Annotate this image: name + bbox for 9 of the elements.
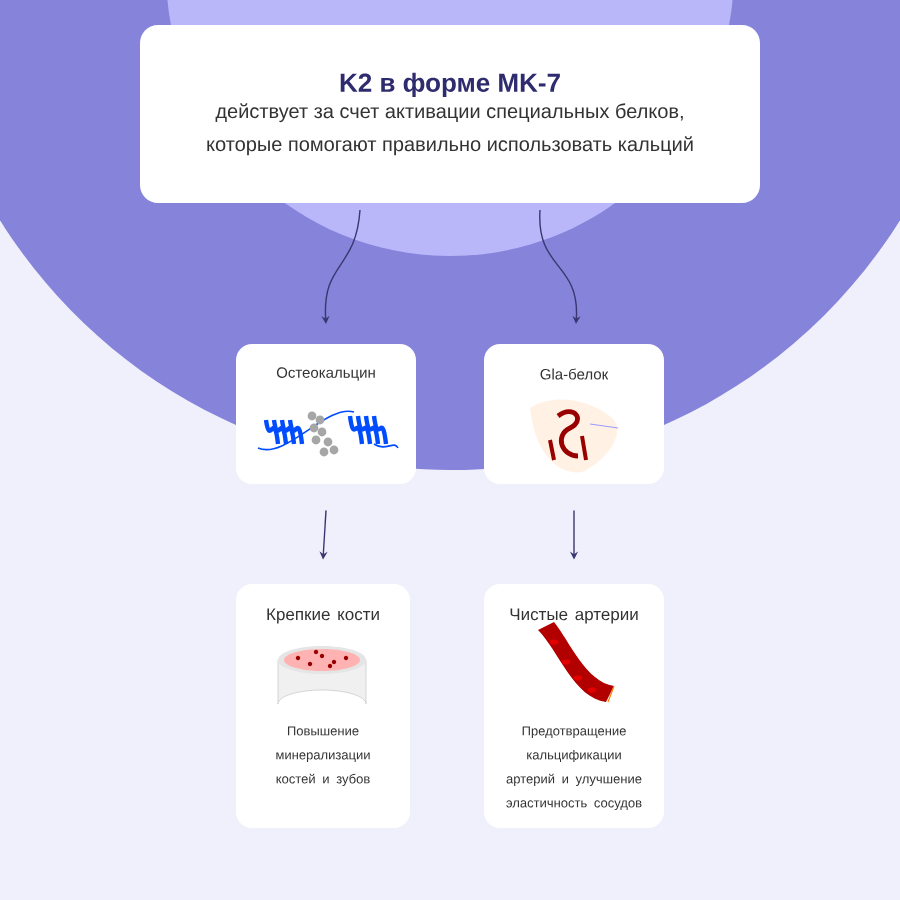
arrow: [539, 209, 581, 324]
card-title: Крепкие кости: [267, 608, 379, 624]
info-card: [484, 584, 664, 828]
info-card: [236, 344, 416, 484]
info-card: [236, 584, 410, 828]
text-card: [140, 25, 760, 203]
card-title: K2 в форме MK-7: [340, 72, 560, 98]
card-title: Чистые артерии: [510, 608, 638, 624]
card-description: действует за счет активации специальных белков, которые помогают правильно использовать кальций: [207, 103, 693, 156]
